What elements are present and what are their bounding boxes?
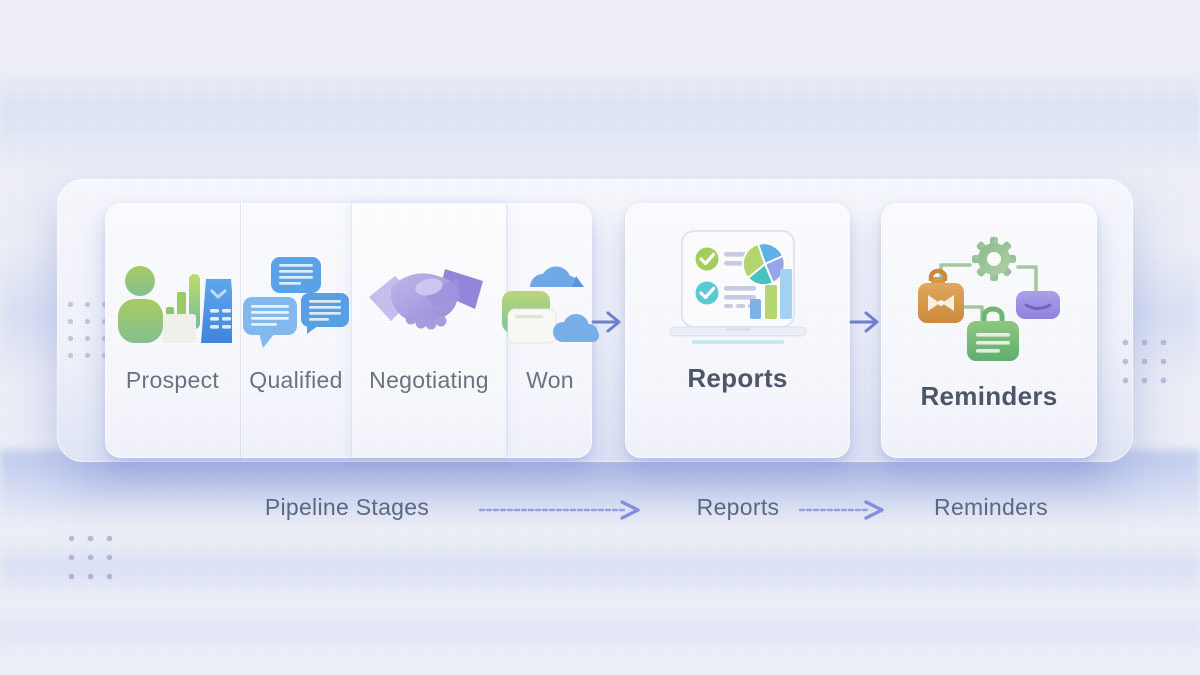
reports-laptop-analytics-icon <box>662 227 814 349</box>
reminders-card: Reminders <box>881 203 1097 458</box>
reminders-card-label: Reminders <box>920 381 1058 411</box>
background-streak <box>0 540 1200 598</box>
stage-won: Won <box>502 203 599 458</box>
reminders-workflow-icon <box>914 227 1064 367</box>
stage-prospect: Prospect <box>105 203 240 458</box>
won-cloud-package-icon <box>494 203 606 351</box>
negotiating-handshake-icon <box>365 203 493 351</box>
reports-card: Reports <box>625 203 850 458</box>
background-streak <box>0 608 1200 654</box>
stage-negotiating: Negotiating <box>351 203 506 458</box>
legend-reports: Reports <box>696 494 780 520</box>
stage-label-prospect: Prospect <box>125 367 220 393</box>
prospect-person-chart-icon <box>114 203 232 351</box>
legend-pipeline-stages: Pipeline Stages <box>264 494 430 520</box>
reports-card-label: Reports <box>687 363 788 393</box>
dot-grid-decoration <box>62 529 118 585</box>
legend-arrow-icon <box>796 499 892 526</box>
background-streak <box>0 70 1200 170</box>
stage-qualified: Qualified <box>240 203 351 458</box>
flow-arrow-icon <box>591 308 625 341</box>
stage-label-qualified: Qualified <box>249 367 343 393</box>
qualified-chat-bubbles-icon <box>241 203 351 351</box>
legend-reminders: Reminders <box>934 494 1048 520</box>
stage-label-won: Won <box>526 367 574 393</box>
stage-label-negotiating: Negotiating <box>369 367 489 393</box>
flow-arrow-icon <box>849 308 883 341</box>
pipeline-stages-card: Prospect <box>105 203 599 458</box>
legend-arrow-icon <box>476 499 648 526</box>
